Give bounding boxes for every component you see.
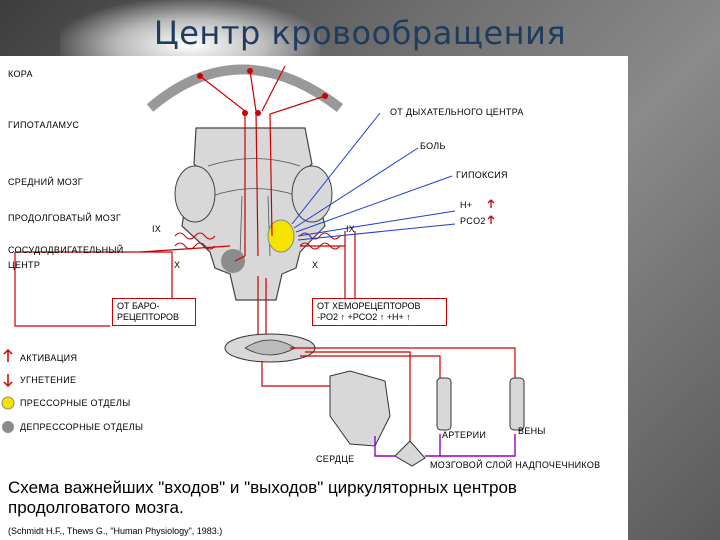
label-pain: БОЛЬ	[420, 141, 446, 151]
legend-depressor: ДЕПРЕССОРНЫЕ ОТДЕЛЫ	[20, 422, 144, 432]
baro-line1: ОТ БАРО-	[117, 301, 160, 311]
label-resp-center: ОТ ДЫХАТЕЛЬНОГО ЦЕНТРА	[390, 107, 524, 117]
colliculus-left	[174, 165, 216, 223]
baro-line2: РЕЦЕПТОРОВ	[117, 312, 180, 322]
stimulus-arrows	[487, 199, 495, 224]
nerve-coils	[174, 232, 341, 250]
citation: (Schmidt H.F., Thews G., "Human Physiolo…	[8, 526, 223, 536]
label-arteries: АРТЕРИИ	[442, 430, 487, 440]
label-center: ЦЕНТР	[8, 260, 41, 270]
slide-title: Центр кровообращения	[153, 14, 567, 52]
label-cortex: КОРА	[8, 69, 33, 79]
legend-inhibition: УГНЕТЕНИЕ	[20, 375, 77, 385]
label-pco2: PCO2	[460, 216, 486, 226]
label-adrenal: МОЗГОВОЙ СЛОЙ НАДПОЧЕЧНИКОВ	[430, 460, 601, 470]
diagram-panel: КОРА ГИПОТАЛАМУС СРЕДНИЙ МОЗГ ПРОДОЛГОВА…	[0, 56, 628, 540]
diagram-drawing	[1, 64, 525, 467]
vein-shape	[509, 377, 525, 431]
label-ix-left: IX	[152, 224, 162, 234]
label-veins: ВЕНЫ	[518, 426, 546, 436]
baroreceptor-box: ОТ БАРО- РЕЦЕПТОРОВ	[112, 298, 196, 326]
input-pathways	[291, 112, 456, 241]
chemo-line2: -PO2 ↑ +PCO2 ↑ +H+ ↑	[317, 312, 411, 322]
legend-activation: АКТИВАЦИЯ	[20, 353, 78, 363]
adrenal-output	[374, 434, 516, 457]
label-x-left: X	[174, 260, 181, 270]
label-medulla: ПРОДОЛГОВАТЫЙ МОЗГ	[8, 213, 121, 223]
tract-nodes	[197, 68, 328, 116]
label-heart: СЕРДЦЕ	[316, 454, 355, 464]
colliculus-right	[291, 165, 333, 223]
depressor-region	[221, 249, 245, 273]
label-x-right: X	[312, 260, 319, 270]
label-midbrain: СРЕДНИЙ МОЗГ	[8, 177, 83, 187]
legend-symbols	[1, 348, 15, 433]
chemoreceptor-box: ОТ ХЕМОРЕЦЕПТОРОВ -PO2 ↑ +PCO2 ↑ +H+ ↑	[312, 298, 447, 326]
label-ix-right: IX	[346, 224, 356, 234]
output-pathways	[261, 347, 516, 456]
heart-shape	[329, 370, 391, 447]
label-hypothalamus: ГИПОТАЛАМУС	[8, 120, 80, 130]
label-vasomotor: СОСУДОДВИГАТЕЛЬНЫЙ	[8, 245, 124, 255]
diagram-caption: Схема важнейших "входов" и "выходов" цир…	[8, 478, 517, 517]
brainstem-detail	[207, 158, 301, 257]
chemo-line1: ОТ ХЕМОРЕЦЕПТОРОВ	[317, 301, 421, 311]
cortex-arc	[146, 64, 344, 112]
label-hypoxia: ГИПОКСИЯ	[456, 170, 508, 180]
artery-shape	[436, 377, 452, 431]
label-h-plus: H+	[460, 200, 473, 210]
adrenal-shape	[394, 440, 426, 467]
legend-pressor: ПРЕССОРНЫЕ ОТДЕЛЫ	[20, 398, 131, 408]
pressor-region	[267, 219, 295, 253]
